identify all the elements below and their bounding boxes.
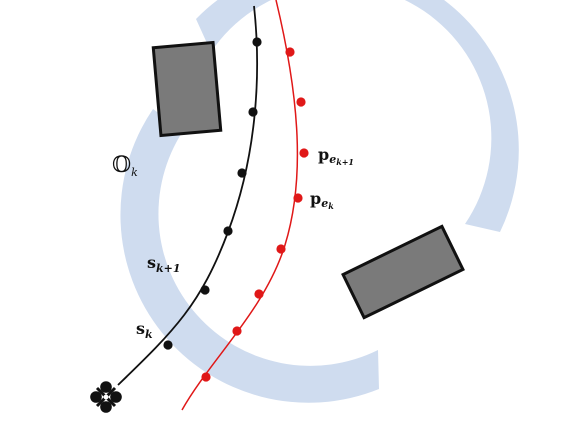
label-p-ek-sub: e xyxy=(321,197,328,210)
label-p-ek1-sub: e xyxy=(329,153,336,166)
label-p-ek: pek xyxy=(310,189,334,211)
label-region-sub: k xyxy=(131,166,138,179)
label-p-ek-subsub: k xyxy=(328,201,334,211)
red-point xyxy=(285,47,295,57)
label-p-ek1-base: p xyxy=(318,145,329,164)
obstacles xyxy=(151,40,465,320)
label-s-k-sub: k xyxy=(145,328,153,341)
label-region-symbol: 𝕆 xyxy=(112,153,131,178)
quadrotor-icon xyxy=(90,381,122,413)
black-point xyxy=(237,168,247,178)
label-p-ek1-subsub: k+1 xyxy=(336,157,354,167)
label-s-k1-base: s xyxy=(147,253,156,272)
label-s-k-base: s xyxy=(136,319,145,338)
label-s-k1-sub: k+1 xyxy=(156,262,181,275)
black-point xyxy=(252,37,262,47)
red-point xyxy=(296,97,306,107)
label-s-k1: sk+1 xyxy=(147,253,181,275)
reference-points-red xyxy=(201,47,309,382)
obstacle-right xyxy=(341,224,465,320)
red-point xyxy=(254,289,264,299)
region-band xyxy=(120,0,519,403)
label-s-k: sk xyxy=(136,319,153,341)
reference-path-red xyxy=(181,0,299,411)
black-point xyxy=(223,226,233,236)
region-band-segment-1 xyxy=(196,0,519,232)
black-point xyxy=(248,107,258,117)
red-point xyxy=(232,326,242,336)
red-point xyxy=(293,193,303,203)
label-p-ek-base: p xyxy=(310,189,321,208)
red-point xyxy=(299,148,309,158)
black-point xyxy=(163,340,173,350)
obstacle-top xyxy=(151,40,223,138)
red-point xyxy=(201,372,211,382)
red-point xyxy=(276,244,286,254)
region-band-segment-2 xyxy=(120,109,379,403)
label-region: 𝕆k xyxy=(112,153,138,179)
trajectory-points-black xyxy=(163,37,262,350)
black-point xyxy=(200,285,210,295)
label-p-ek1: pek+1 xyxy=(318,145,354,167)
